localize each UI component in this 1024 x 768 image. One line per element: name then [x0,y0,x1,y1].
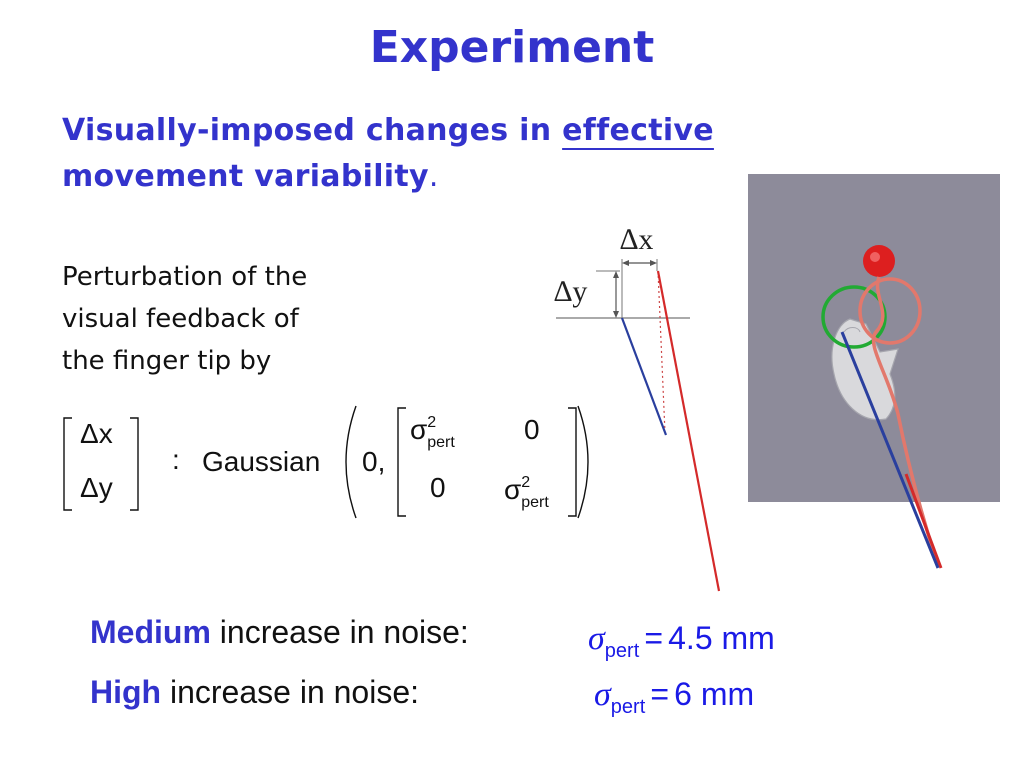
perturbation-diagram: ∆x ∆y [554,223,721,592]
equals-sign: = [650,676,670,712]
blue-trajectory [840,331,940,569]
sigma-symbol: σ [410,414,428,445]
high-rest: increase in noise: [161,674,420,710]
matrix-sigma-11: σ2 pert [410,414,464,451]
vector-dx: Δx [80,418,113,449]
sigma-symbol: σ [588,620,605,657]
sigma-subscript: pert [610,696,646,718]
slide-title: Experiment [369,22,655,73]
dx-arrow-head-left [622,260,629,266]
sigma-subscript: pert [604,640,640,662]
experiment-photo [748,174,1000,569]
subtitle-text-1: Visually-imposed changes in [62,113,563,148]
perturbed-trajectory [656,270,721,592]
medium-sigma-value: 4.5 mm [668,620,775,656]
medium-noise-label: Medium increase in noise: [90,614,469,651]
high-keyword: High [90,674,162,710]
sigma-sub: pert [521,494,549,511]
sigma-symbol: σ [594,676,611,713]
target-red-dot [863,245,895,277]
red-trajectory-curve [871,276,940,567]
vector-left-bracket [63,417,72,511]
dy-arrow-head-top [613,271,619,278]
perturbation-line: the finger tip by [62,346,272,376]
perturbation-description: Perturbation of the visual feedback of t… [62,256,307,382]
equation-gaussian: Gaussian [202,446,321,477]
sigma-sup: 2 [427,414,437,431]
actual-trajectory [620,317,668,436]
matrix-zero-21: 0 [430,472,446,503]
dx-label: ∆x [620,223,653,256]
equals-sign: = [644,620,664,656]
high-noise-label: High increase in noise: [90,674,419,711]
matrix-left-bracket [397,407,406,517]
perturbation-line: Perturbation of the [62,262,308,292]
matrix-zero-12: 0 [524,414,540,445]
slide-subtitle: Visually-imposed changes in effective mo… [62,108,714,200]
dy-label: ∆y [554,275,587,308]
dx-arrow-head-right [650,260,657,266]
vector-right-bracket [130,417,139,511]
left-paren [345,405,357,519]
vector-dy: Δy [80,472,113,503]
subtitle-underlined: effective [562,113,714,148]
medium-sigma-formula: σpert = 4.5 mm [588,620,775,662]
pink-circle [858,277,922,345]
true-path-dotted [657,270,666,434]
green-circle [821,285,887,349]
subtitle-text-2: movement variability [62,159,429,194]
dy-arrow-head-bottom [613,311,619,318]
equation-mean: 0, [362,446,386,477]
sigma-sup: 2 [521,474,531,491]
equation-colon: : [172,444,180,475]
red-trajectory-extension [904,473,943,569]
sigma-sub: pert [427,434,455,451]
sigma-symbol: σ [504,474,522,505]
target-highlight [870,252,880,262]
high-sigma-value: 6 mm [674,676,755,712]
high-sigma-formula: σpert = 6 mm [594,676,755,718]
hand-knuckle-line [843,327,861,333]
medium-rest: increase in noise: [210,614,469,650]
matrix-right-bracket [568,407,577,517]
medium-keyword: Medium [90,614,211,650]
matrix-sigma-22: σ2 pert [504,474,558,511]
right-paren [577,405,589,519]
subtitle-period: . [428,159,439,194]
perturbation-line: visual feedback of [62,304,299,334]
